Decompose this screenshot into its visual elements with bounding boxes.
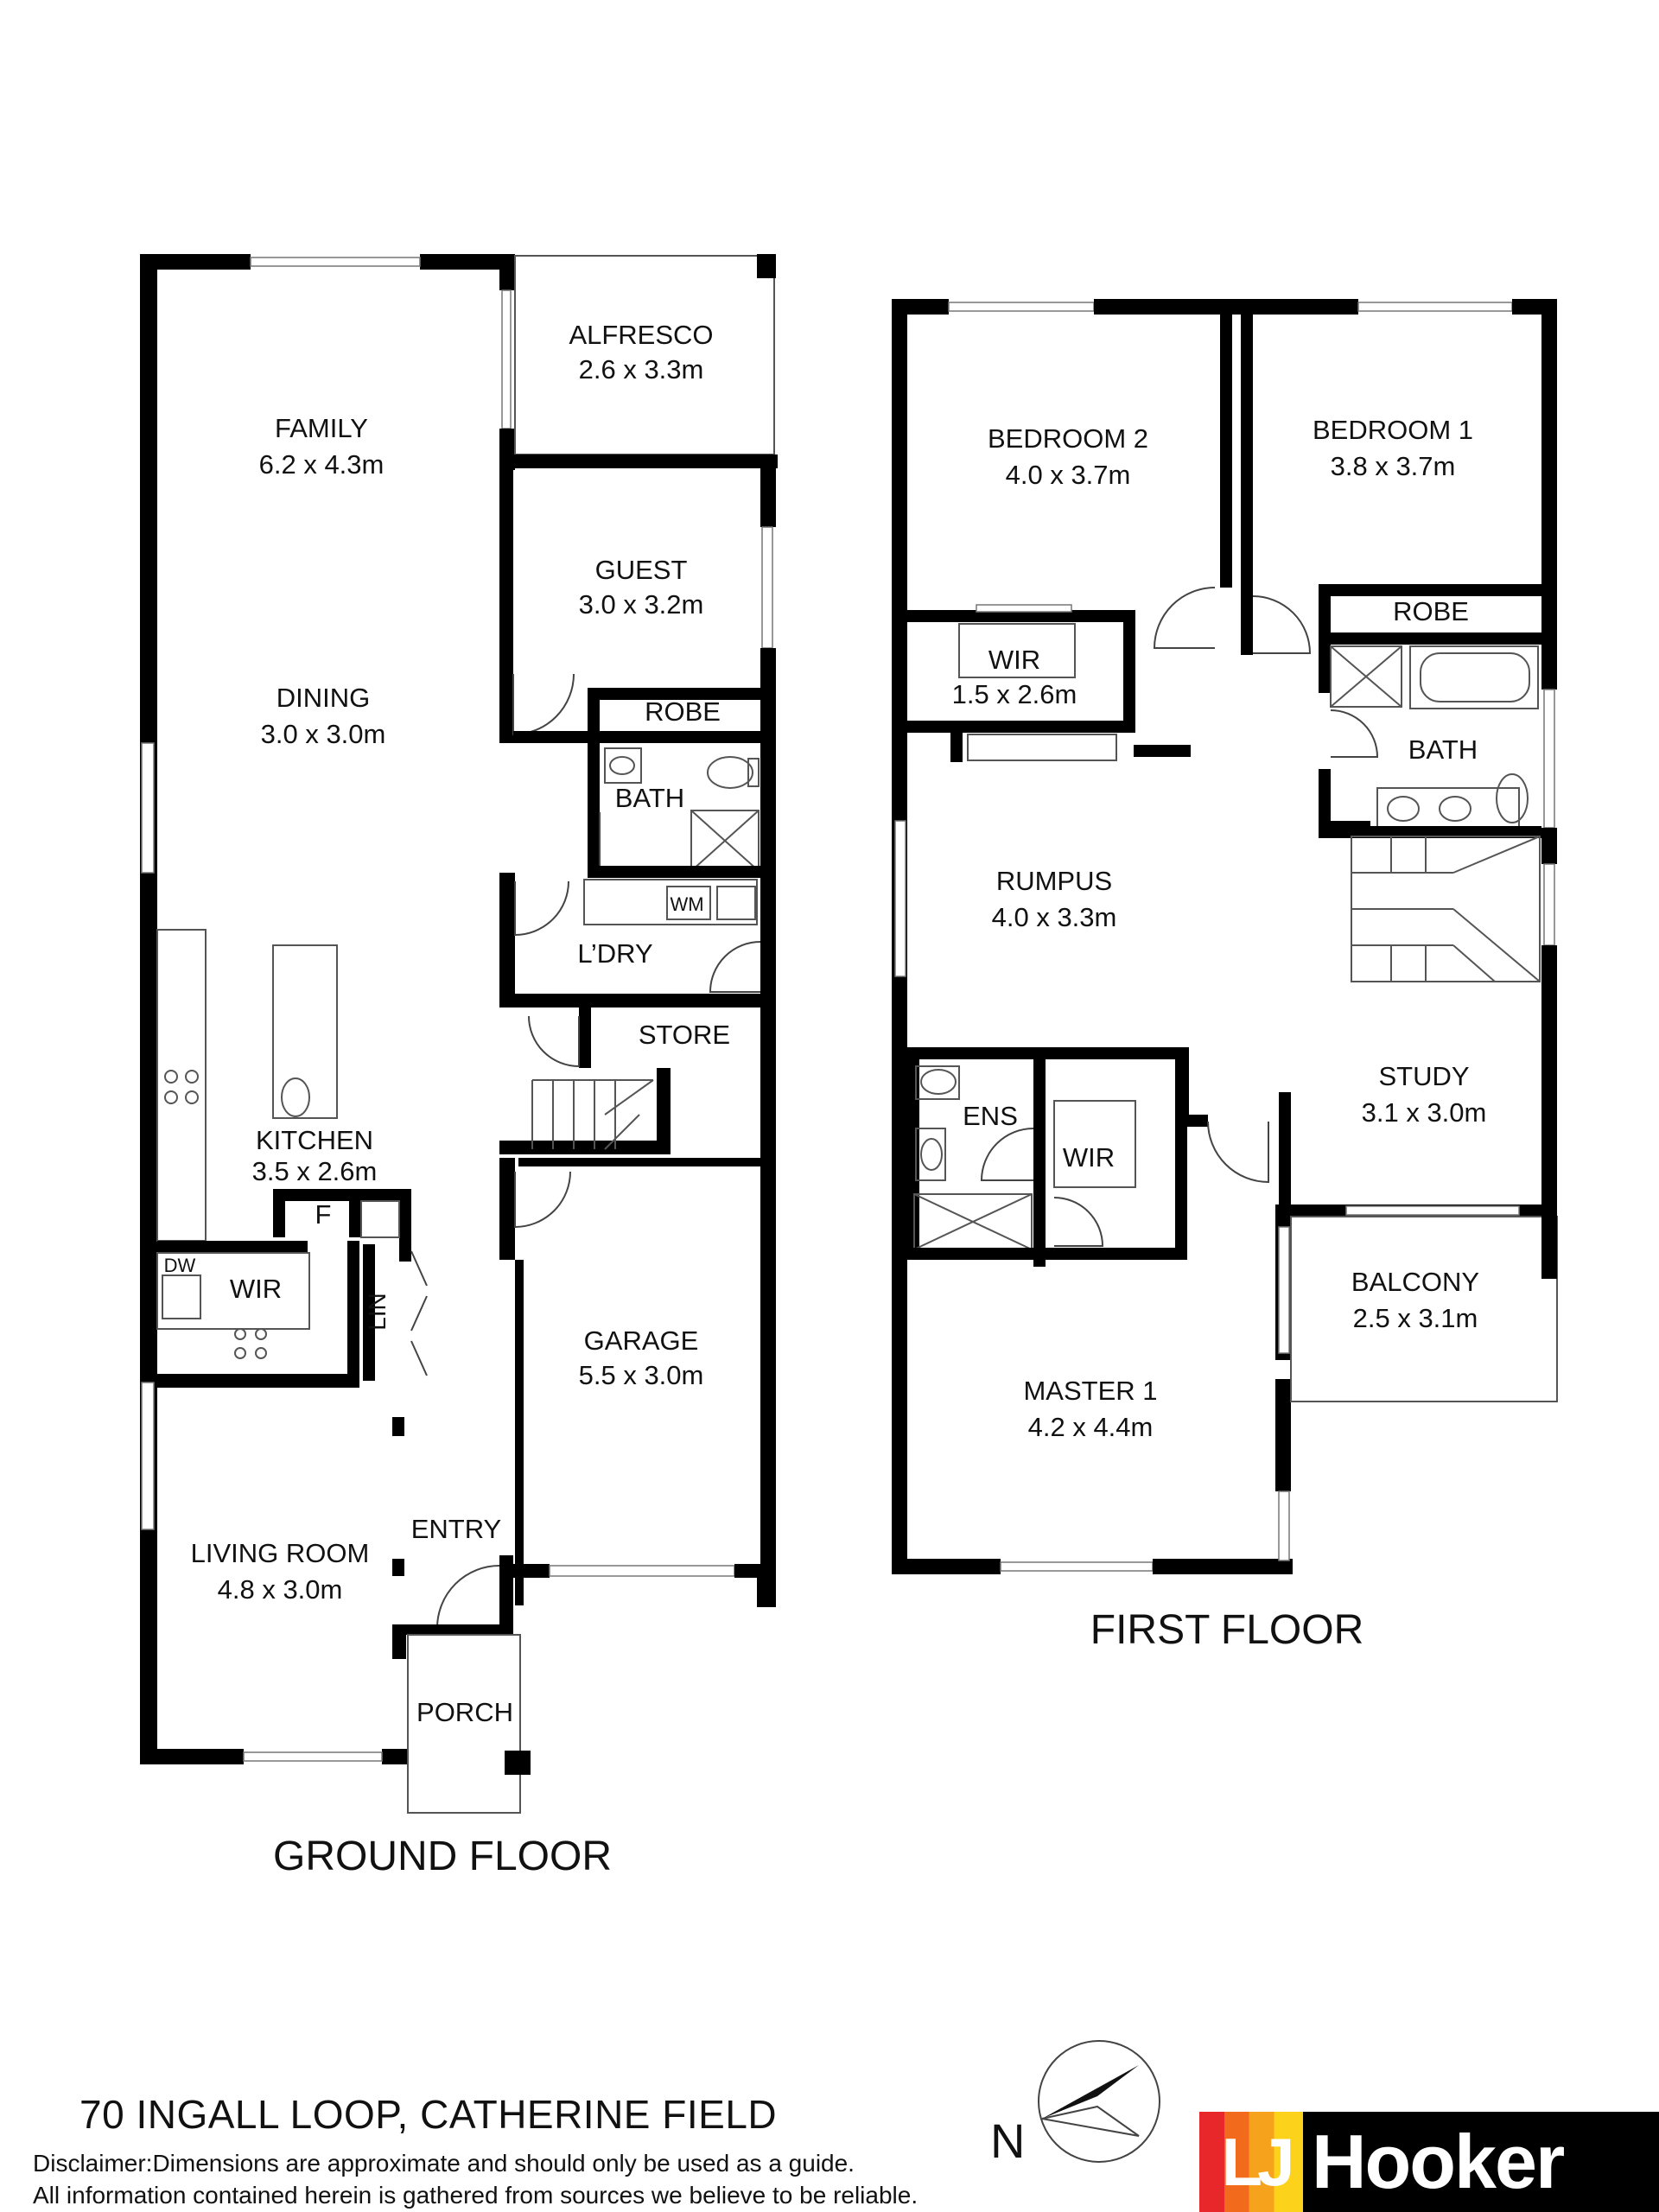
room-garage-name: GARAGE <box>584 1325 699 1356</box>
room-study-name: STUDY <box>1378 1061 1469 1091</box>
room-labels: ALFRESCO 2.6 x 3.3m FAMILY 6.2 x 4.3m GU… <box>164 320 1487 1727</box>
room-balcony-name: BALCONY <box>1351 1267 1479 1297</box>
disclaimer-line-1: Disclaimer:Dimensions are approximate an… <box>33 2150 855 2177</box>
room-fridge: F <box>315 1199 332 1230</box>
room-bedroom2-name: BEDROOM 2 <box>988 423 1148 454</box>
room-rumpus-name: RUMPUS <box>996 866 1112 896</box>
room-entry: ENTRY <box>411 1514 502 1544</box>
room-family-name: FAMILY <box>275 413 368 443</box>
room-wir-bed2-name: WIR <box>988 645 1040 675</box>
room-guest-name: GUEST <box>595 555 688 585</box>
room-alfresco-name: ALFRESCO <box>569 320 713 350</box>
room-alfresco-size: 2.6 x 3.3m <box>579 354 704 385</box>
room-master-size: 4.2 x 4.4m <box>1028 1412 1154 1442</box>
first-floor-plan <box>892 299 1558 1574</box>
room-study-size: 3.1 x 3.0m <box>1362 1097 1487 1128</box>
room-bedroom1-size: 3.8 x 3.7m <box>1331 451 1456 481</box>
room-kitchen-name: KITCHEN <box>256 1125 373 1155</box>
room-robe-first: ROBE <box>1393 596 1469 626</box>
room-garage-size: 5.5 x 3.0m <box>579 1360 704 1390</box>
north-label: N <box>990 2113 1026 2168</box>
room-dw: DW <box>164 1255 196 1276</box>
room-dining-size: 3.0 x 3.0m <box>261 719 386 749</box>
brand-name: Hooker <box>1312 2119 1565 2204</box>
disclaimer: Disclaimer:Dimensions are approximate an… <box>33 2147 918 2211</box>
room-porch: PORCH <box>416 1697 513 1727</box>
property-address: 70 INGALL LOOP, CATHERINE FIELD <box>79 2092 778 2137</box>
room-lin: LIN <box>364 1293 391 1331</box>
room-ens: ENS <box>963 1101 1018 1131</box>
first-floor-title: FIRST FLOOR <box>1090 1607 1363 1653</box>
room-wir-bed2-size: 1.5 x 2.6m <box>952 679 1077 709</box>
room-guest-size: 3.0 x 3.2m <box>579 589 704 620</box>
room-laundry: L’DRY <box>577 938 652 969</box>
brand-color-stripes <box>1199 2112 1303 2212</box>
ground-floor-plan <box>140 254 778 1814</box>
room-bath-first: BATH <box>1408 734 1478 765</box>
compass <box>1038 2040 1160 2163</box>
room-wm: WM <box>670 893 703 915</box>
room-master-name: MASTER 1 <box>1023 1376 1157 1406</box>
room-balcony-size: 2.5 x 3.1m <box>1353 1303 1478 1333</box>
brand-mark: LJ <box>1221 2124 1294 2200</box>
room-rumpus-size: 4.0 x 3.3m <box>992 902 1117 932</box>
room-bedroom1-name: BEDROOM 1 <box>1313 415 1473 445</box>
room-family-size: 6.2 x 4.3m <box>259 449 385 480</box>
room-wir-ground: WIR <box>230 1274 282 1304</box>
room-bath-ground: BATH <box>615 783 684 813</box>
room-living-name: LIVING ROOM <box>191 1538 370 1568</box>
disclaimer-line-2: All information contained herein is gath… <box>33 2182 918 2209</box>
room-robe-ground: ROBE <box>645 696 721 727</box>
room-store: STORE <box>639 1020 730 1050</box>
room-kitchen-size: 3.5 x 2.6m <box>252 1156 378 1186</box>
brand-logo: LJ Hooker <box>1199 2112 1659 2212</box>
room-wir-master: WIR <box>1063 1142 1115 1173</box>
room-dining-name: DINING <box>276 683 371 713</box>
room-living-size: 4.8 x 3.0m <box>218 1574 343 1605</box>
ground-floor-title: GROUND FLOOR <box>273 1834 612 1879</box>
room-bedroom2-size: 4.0 x 3.7m <box>1006 460 1131 490</box>
